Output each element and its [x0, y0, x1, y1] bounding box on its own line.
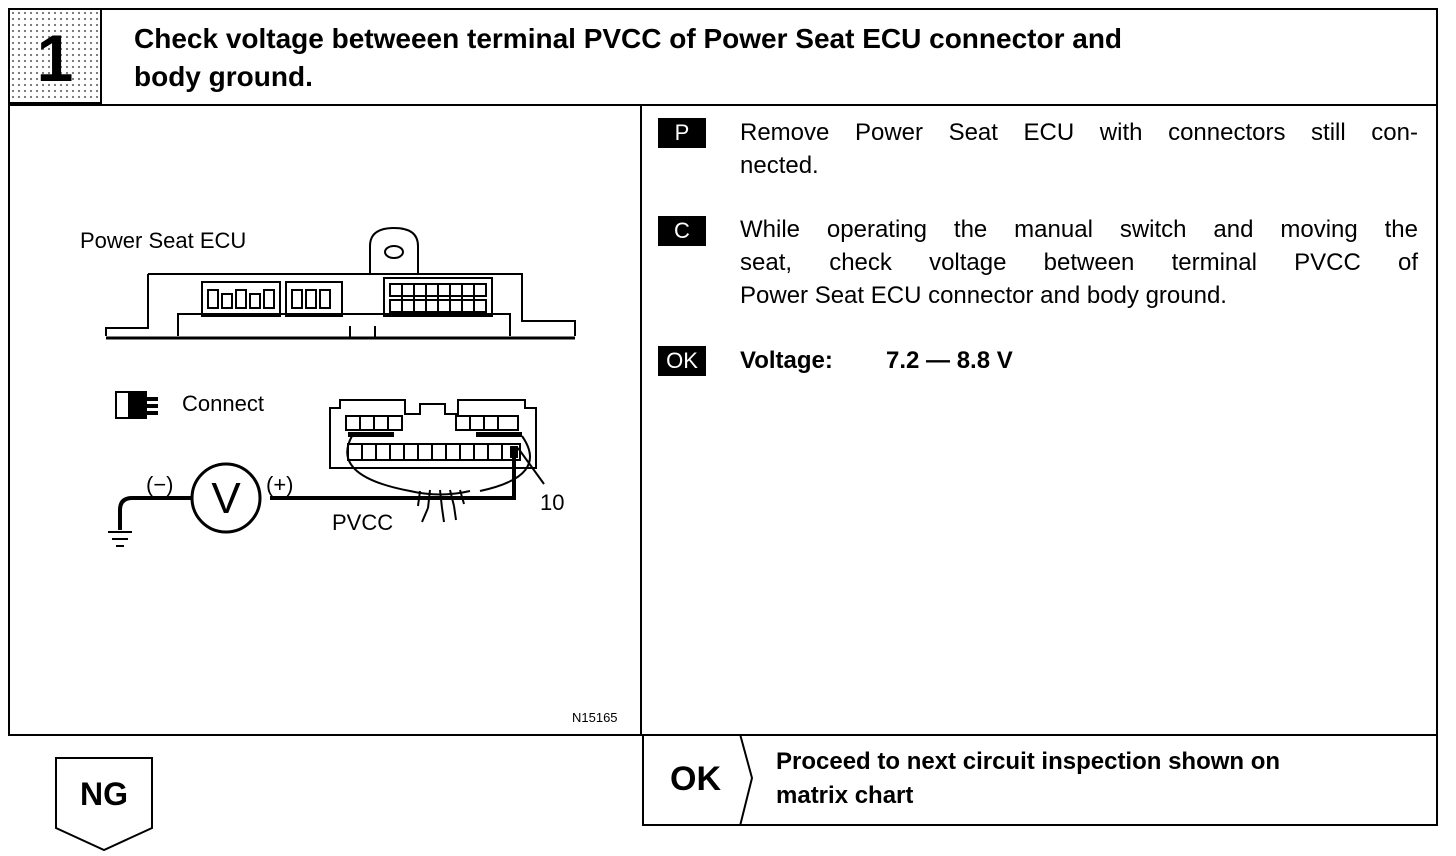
ok-chevron-divider: [739, 734, 754, 826]
ground-icon: [108, 531, 132, 547]
voltmeter-symbol: V: [211, 474, 241, 523]
instruction-p-text: Remove Power Seat ECU with connectors st…: [740, 116, 1418, 182]
terminal-number-label: 10: [540, 490, 565, 515]
instruction-c-line-2: seat, check voltage between terminal PVC…: [740, 249, 1418, 276]
figure-code: N15165: [572, 710, 618, 725]
panel-divider: [640, 104, 642, 736]
plus-label: (+): [266, 472, 294, 497]
step-title-line-1: Check voltage betweeen terminal PVCC of …: [134, 23, 1123, 54]
connector-plug-icon: [115, 391, 158, 419]
instruction-p-line-2: nected.: [740, 152, 819, 179]
instruction-c-line-1: While operating the manual switch and mo…: [740, 216, 1418, 243]
step-title: Check voltage betweeen terminal PVCC of …: [134, 20, 1424, 96]
ng-result-label: NG: [80, 776, 128, 812]
instruction-panel: P Remove Power Seat ECU with connectors …: [642, 106, 1436, 734]
instruction-tag-p: P: [658, 118, 706, 148]
step-title-line-2: body ground.: [134, 61, 313, 92]
instruction-tag-c: C: [658, 216, 706, 246]
ok-result-text: Proceed to next circuit inspection shown…: [776, 745, 1426, 813]
spec-value: 7.2 — 8.8 V: [886, 347, 1013, 374]
ecu-label: Power Seat ECU: [80, 228, 247, 253]
step-number: 1: [36, 21, 74, 95]
ok-result-box: OK Proceed to next circuit inspection sh…: [642, 734, 1438, 826]
spec-tag-ok: OK: [658, 346, 706, 376]
diagram-panel: Power Seat ECU: [10, 106, 640, 734]
ok-result-line-2: matrix chart: [776, 782, 914, 809]
minus-label: (−): [146, 472, 174, 497]
ok-result-line-1: Proceed to next circuit inspection shown…: [776, 748, 1281, 775]
pvcc-label: PVCC: [332, 510, 394, 535]
ecu-illustration: [105, 226, 576, 547]
spec-label: Voltage:: [740, 347, 833, 374]
connect-label: Connect: [182, 391, 264, 416]
instruction-c-text: While operating the manual switch and mo…: [740, 213, 1418, 312]
ng-result-shape: [55, 757, 153, 852]
step-number-box: 1: [8, 8, 102, 104]
instruction-c-line-3: Power Seat ECU connector and body ground…: [740, 282, 1227, 309]
ok-result-label: OK: [670, 760, 721, 798]
instruction-p-line-1: Remove Power Seat ECU with connectors st…: [740, 119, 1418, 146]
